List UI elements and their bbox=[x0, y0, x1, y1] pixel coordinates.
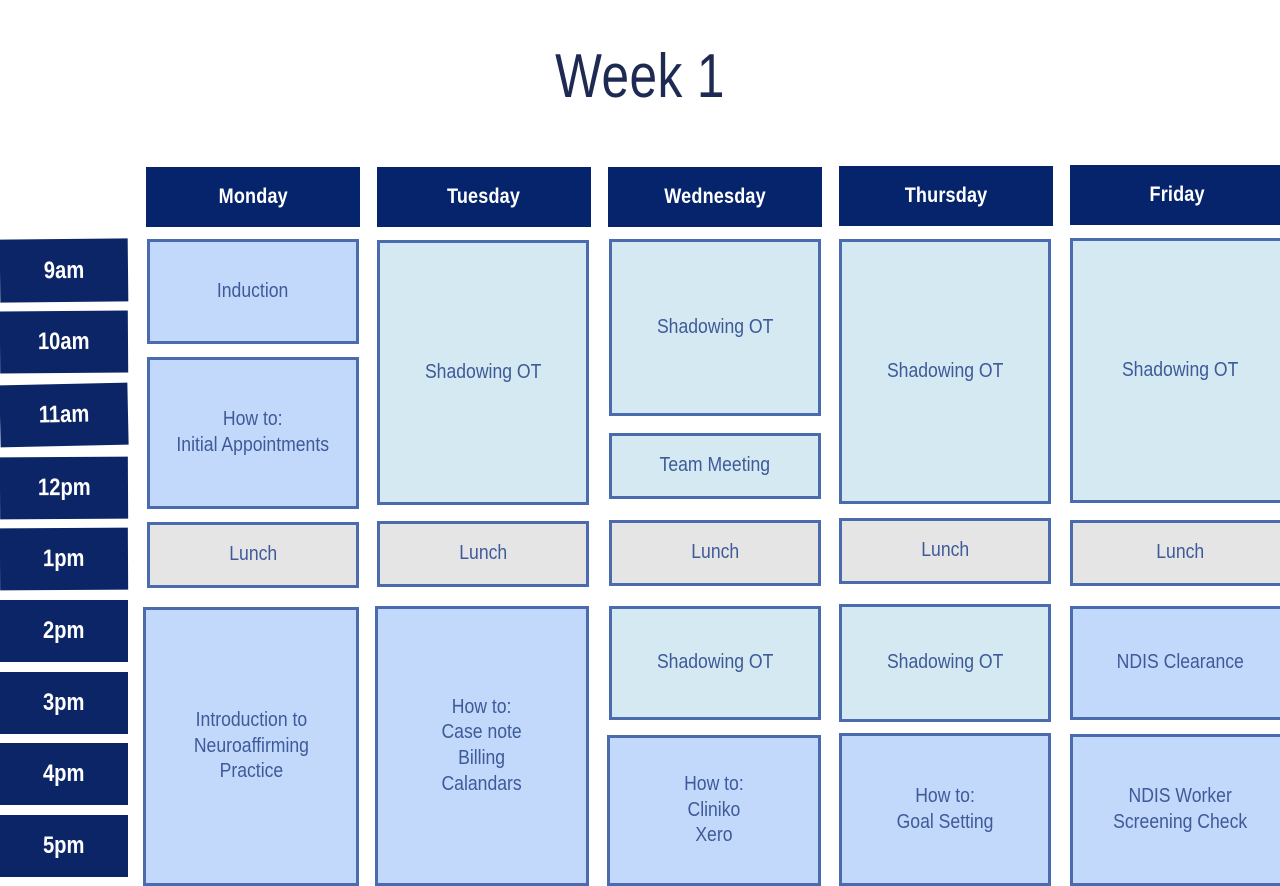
time-label-text: 1pm bbox=[43, 544, 85, 573]
event-cell-monday-induction[interactable]: Induction bbox=[147, 239, 359, 344]
day-header-label: Tuesday bbox=[447, 185, 521, 208]
event-label: Lunch bbox=[229, 543, 277, 566]
event-label: Shadowing OT bbox=[424, 360, 542, 383]
event-cell-monday-lunch[interactable]: Lunch bbox=[147, 522, 359, 588]
event-cell-thursday-shadowing-ot[interactable]: Shadowing OT bbox=[839, 239, 1051, 504]
event-cell-wednesday-shadowing-ot[interactable]: Shadowing OT bbox=[609, 606, 821, 720]
event-cell-monday-how-to[interactable]: How to:Initial Appointments bbox=[147, 357, 359, 509]
event-label: Lunch bbox=[459, 542, 507, 565]
event-cell-wednesday-team-meeting[interactable]: Team Meeting bbox=[609, 433, 821, 499]
event-cell-wednesday-shadowing-ot[interactable]: Shadowing OT bbox=[609, 239, 821, 416]
event-cell-thursday-how-to[interactable]: How to:Goal Setting bbox=[839, 733, 1051, 886]
time-label-11am: 11am bbox=[0, 382, 129, 448]
event-label: How to:Initial Appointments bbox=[176, 408, 330, 456]
event-cell-friday-lunch[interactable]: Lunch bbox=[1070, 520, 1280, 586]
day-header-label: Friday bbox=[1149, 183, 1205, 206]
time-label-4pm: 4pm bbox=[0, 743, 128, 805]
page-title: Week 1 bbox=[555, 42, 725, 111]
time-label-text: 4pm bbox=[43, 760, 85, 787]
time-label-5pm: 5pm bbox=[0, 815, 128, 877]
event-cell-wednesday-lunch[interactable]: Lunch bbox=[609, 520, 821, 586]
event-label: Induction bbox=[217, 279, 289, 302]
event-label: Lunch bbox=[691, 541, 739, 564]
time-label-text: 12pm bbox=[37, 473, 91, 502]
time-label-text: 9am bbox=[43, 256, 85, 284]
event-cell-friday-shadowing-ot[interactable]: Shadowing OT bbox=[1070, 238, 1280, 503]
day-header-thursday[interactable]: Thursday bbox=[839, 166, 1053, 226]
event-cell-thursday-lunch[interactable]: Lunch bbox=[839, 518, 1051, 584]
event-label: NDIS Clearance bbox=[1116, 651, 1244, 674]
time-label-12pm: 12pm bbox=[0, 456, 129, 520]
event-cell-tuesday-shadowing-ot[interactable]: Shadowing OT bbox=[377, 240, 589, 505]
event-label: Team Meeting bbox=[659, 454, 771, 477]
day-header-label: Monday bbox=[218, 185, 288, 208]
time-label-10am: 10am bbox=[0, 310, 129, 374]
event-label: How to:Goal Setting bbox=[896, 784, 994, 833]
event-label: Shadowing OT bbox=[1121, 358, 1239, 381]
event-label: Lunch bbox=[1156, 541, 1204, 564]
time-label-text: 3pm bbox=[43, 689, 85, 716]
time-label-1pm: 1pm bbox=[0, 527, 129, 591]
time-label-text: 11am bbox=[38, 400, 90, 429]
day-header-monday[interactable]: Monday bbox=[146, 167, 360, 227]
day-header-tuesday[interactable]: Tuesday bbox=[377, 167, 591, 227]
event-label: Lunch bbox=[921, 539, 969, 562]
time-label-9am: 9am bbox=[0, 238, 129, 303]
time-label-2pm: 2pm bbox=[0, 600, 128, 662]
time-label-text: 2pm bbox=[43, 617, 85, 644]
day-header-label: Wednesday bbox=[664, 185, 766, 208]
day-header-wednesday[interactable]: Wednesday bbox=[608, 167, 822, 227]
event-cell-tuesday-lunch[interactable]: Lunch bbox=[377, 521, 589, 587]
event-label: Shadowing OT bbox=[656, 651, 774, 674]
time-label-text: 5pm bbox=[43, 832, 85, 859]
event-label: Shadowing OT bbox=[656, 315, 774, 338]
time-label-text: 10am bbox=[38, 327, 90, 356]
day-header-label: Thursday bbox=[904, 184, 988, 207]
event-label: Shadowing OT bbox=[886, 651, 1004, 674]
event-cell-friday-ndis-clearance[interactable]: NDIS Clearance bbox=[1070, 606, 1280, 720]
event-cell-thursday-shadowing-ot[interactable]: Shadowing OT bbox=[839, 604, 1051, 722]
event-label: Shadowing OT bbox=[886, 359, 1004, 382]
time-label-3pm: 3pm bbox=[0, 672, 128, 734]
day-header-friday[interactable]: Friday bbox=[1070, 165, 1280, 225]
